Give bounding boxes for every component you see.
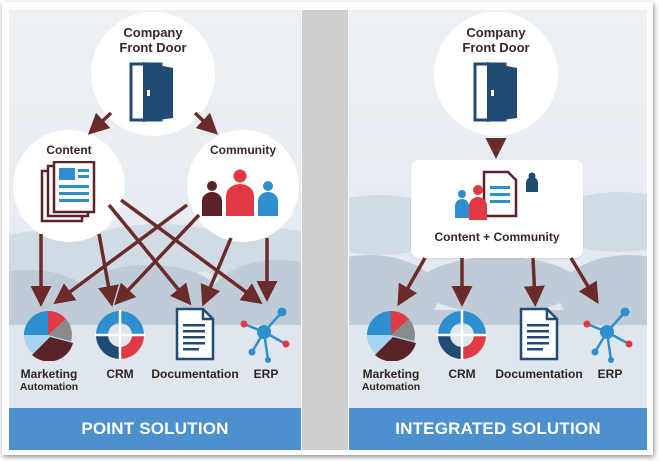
front-door-label-line1: Company [466,25,526,40]
crm-ring-icon [95,310,145,360]
crm-label: CRM [448,367,476,381]
point-solution-panel: Company Front Door Content Community [9,10,301,450]
front-door-label-line2: Front Door [462,40,530,55]
community-label: Community [210,143,276,157]
crm-ring-icon [437,310,487,360]
content-label: Content [46,143,92,157]
front-door-label-line2: Front Door [119,40,187,55]
front-door-label: Company Front Door [434,25,558,55]
connection-arrows [30,111,278,307]
erp-label: ERP [253,367,279,381]
connection-arrows [397,138,599,307]
marketing-pie-icon [24,310,73,361]
documentation-icon [175,307,215,361]
integrated-solution-banner: INTEGRATED SOLUTION [349,408,647,450]
marketing-label-line1: Marketing [20,367,78,381]
content-community-label: Content + Community [434,230,560,244]
front-door-label-line1: Company [123,25,183,40]
diagram-frame: Company Front Door Content Community [2,2,653,455]
content-community-icon [455,170,538,220]
front-door-label: Company Front Door [91,25,215,55]
marketing-automation-label: Marketing Automation [351,368,431,394]
crm-label: CRM [106,367,134,381]
panel-divider [302,10,348,450]
document-stack-icon [40,161,96,223]
door-icon [129,62,173,122]
marketing-pie-icon [367,310,416,361]
marketing-label-line1: Marketing [362,367,420,381]
documentation-icon [519,307,559,361]
marketing-label-line2: Automation [19,381,79,393]
marketing-automation-label: Marketing Automation [9,368,89,394]
integrated-solution-panel: Company Front Door Content + Community [349,10,647,450]
people-icon [202,169,278,216]
erp-network-icon [583,307,633,363]
marketing-label-line2: Automation [361,381,421,393]
point-solution-banner: POINT SOLUTION [9,408,301,450]
documentation-label: Documentation [495,367,583,381]
erp-network-icon [240,307,290,363]
documentation-label: Documentation [151,367,239,381]
erp-label: ERP [597,367,623,381]
door-icon [473,62,517,122]
